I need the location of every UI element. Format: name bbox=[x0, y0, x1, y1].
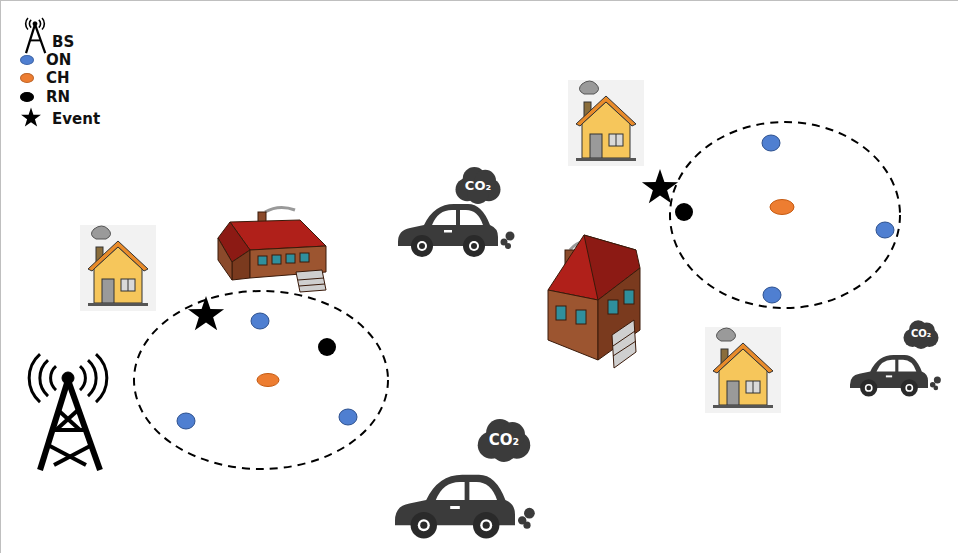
ordinary-node bbox=[763, 287, 781, 303]
legend-icon-space bbox=[26, 114, 52, 124]
legend-entry: BS bbox=[26, 33, 74, 51]
legend-star-icon bbox=[21, 108, 41, 127]
cluster-right bbox=[642, 122, 900, 308]
base-station-tower-part bbox=[54, 445, 92, 465]
legend-tower-icon bbox=[26, 18, 46, 53]
large-house-part bbox=[296, 270, 326, 292]
legend-text: ON bbox=[46, 51, 71, 69]
large-house-part bbox=[548, 290, 598, 360]
large-house-part bbox=[299, 284, 325, 286]
car-right-part bbox=[850, 355, 941, 396]
large-house-part bbox=[232, 250, 250, 280]
legend-swatch bbox=[20, 73, 34, 83]
large-house-part bbox=[286, 254, 295, 263]
small-house bbox=[80, 225, 156, 311]
legend-text: RN bbox=[46, 88, 70, 106]
emission-label: CO₂ bbox=[911, 329, 931, 339]
ordinary-node bbox=[876, 222, 894, 238]
legend-tower-icon-part bbox=[39, 20, 41, 28]
base-station-tower-part bbox=[51, 366, 56, 390]
small-house bbox=[568, 80, 644, 166]
large-house-part bbox=[298, 278, 324, 280]
relay-node bbox=[318, 338, 336, 356]
ordinary-node bbox=[251, 313, 269, 329]
cluster-boundary bbox=[670, 122, 900, 308]
legend-entry: RN bbox=[20, 88, 70, 106]
large-house-part bbox=[612, 320, 636, 368]
legend-tower-icon-part bbox=[33, 22, 37, 26]
large-house-part bbox=[265, 207, 295, 212]
large-house-part bbox=[272, 255, 281, 264]
car-top bbox=[398, 167, 515, 257]
legend-tower-icon-part bbox=[42, 18, 44, 30]
legend-entry: CH bbox=[20, 69, 70, 87]
legend-text: CH bbox=[46, 69, 70, 87]
legend-text: BS bbox=[52, 33, 74, 51]
base-station-tower-part bbox=[88, 360, 96, 396]
legend-swatch bbox=[20, 55, 34, 65]
large-house-part bbox=[300, 253, 309, 262]
legend-text: Event bbox=[52, 110, 100, 128]
large-house-part bbox=[258, 256, 267, 265]
legend-tower-icon-part bbox=[30, 39, 41, 41]
legend-icon-space bbox=[26, 37, 52, 47]
car-top-part bbox=[398, 204, 515, 257]
small-house bbox=[705, 327, 781, 413]
base-station-tower-part bbox=[96, 354, 107, 402]
car-top-part bbox=[456, 167, 501, 204]
large-house-part bbox=[624, 290, 634, 304]
large-house bbox=[548, 235, 640, 368]
cluster-left bbox=[134, 291, 388, 469]
cluster-boundary bbox=[134, 291, 388, 469]
base-station-tower-part bbox=[29, 354, 40, 402]
base-station-tower-part bbox=[80, 366, 85, 390]
base-station-tower-part bbox=[48, 445, 86, 465]
car-bottom bbox=[395, 419, 535, 538]
large-house bbox=[218, 207, 326, 292]
large-house-part bbox=[556, 306, 566, 320]
legend-entry: Event bbox=[26, 110, 100, 128]
legend-tower-icon-part bbox=[29, 20, 31, 28]
event-star bbox=[642, 169, 678, 203]
ordinary-node bbox=[177, 413, 195, 429]
large-house-part bbox=[576, 310, 586, 324]
car-right bbox=[850, 320, 941, 396]
base-station-tower-part bbox=[56, 410, 78, 430]
large-house-part bbox=[218, 238, 232, 280]
cluster-head bbox=[257, 374, 279, 387]
car-right-part bbox=[904, 320, 939, 349]
legend-tower-icon-part bbox=[26, 18, 28, 30]
cluster-head bbox=[770, 200, 794, 215]
car-bottom-part bbox=[395, 475, 535, 539]
relay-node bbox=[675, 203, 693, 221]
ordinary-node bbox=[762, 135, 780, 151]
car-bottom-part bbox=[478, 419, 531, 462]
legend-entry: ON bbox=[20, 51, 71, 69]
emission-label: CO₂ bbox=[465, 179, 491, 192]
large-house-part bbox=[613, 341, 636, 356]
ordinary-node bbox=[339, 409, 357, 425]
event-star bbox=[188, 296, 224, 330]
base-station-tower bbox=[29, 354, 107, 470]
large-house-part bbox=[608, 300, 618, 314]
legend-swatch bbox=[20, 92, 34, 102]
base-station-tower-part bbox=[62, 372, 74, 384]
base-station-tower-part bbox=[40, 360, 48, 396]
emission-label: CO₂ bbox=[489, 433, 519, 448]
